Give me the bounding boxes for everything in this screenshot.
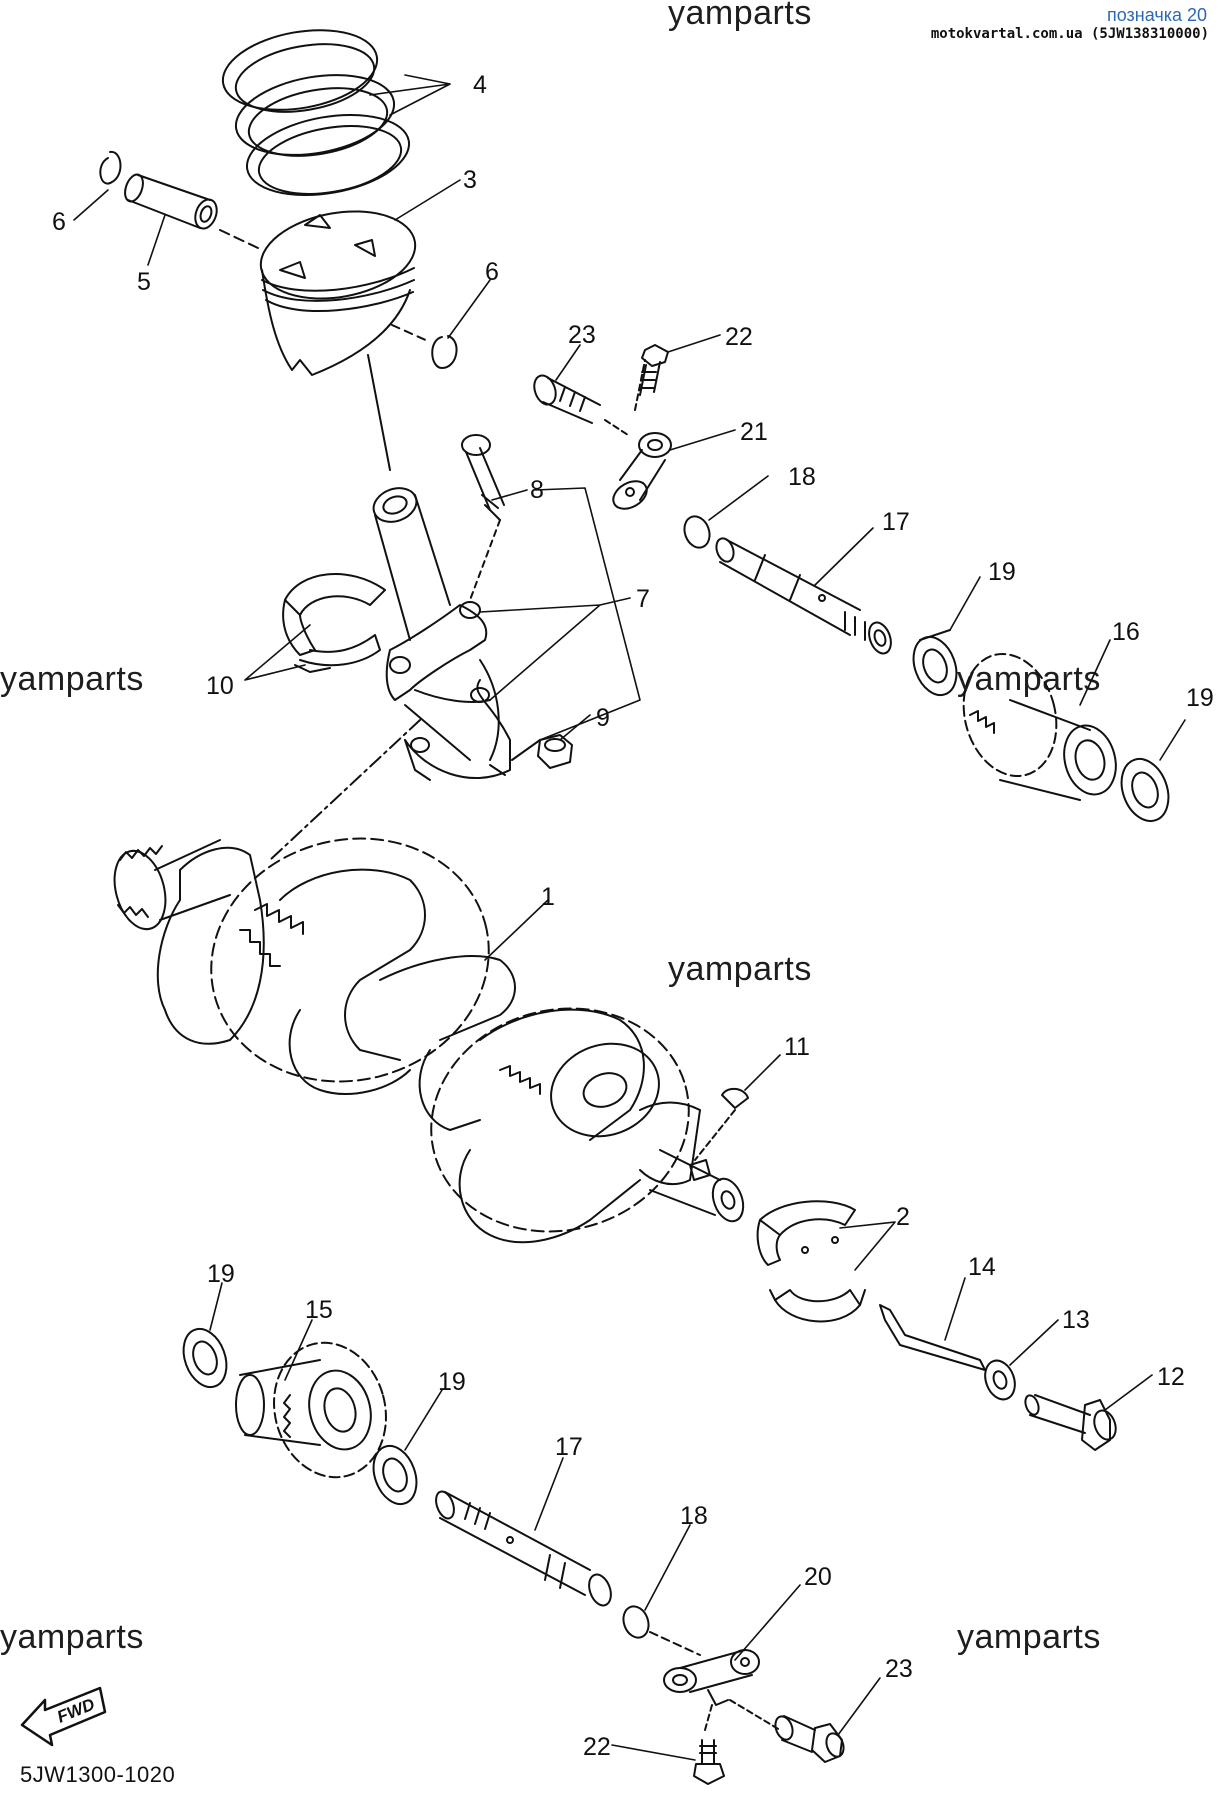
callout-4: 4 bbox=[473, 71, 487, 99]
callout-2: 2 bbox=[896, 1203, 910, 1231]
callout-23-lower: 23 bbox=[885, 1655, 913, 1683]
part-conrod-nut[interactable] bbox=[511, 734, 573, 769]
header-site-text: motokvartal.com.ua (5JW138310000) bbox=[930, 26, 1209, 42]
callout-14: 14 bbox=[968, 1253, 996, 1281]
callout-20: 20 bbox=[804, 1563, 832, 1591]
callout-numbers: 4 3 6 5 6 23 22 21 8 18 17 19 16 19 7 9 … bbox=[52, 71, 1214, 1761]
callout-17-upper: 17 bbox=[882, 508, 910, 536]
header-link[interactable]: позначка 20 bbox=[1106, 5, 1207, 25]
part-bolt-23-upper[interactable] bbox=[530, 372, 629, 436]
part-key[interactable] bbox=[694, 1087, 749, 1161]
callout-19-lower-left: 19 bbox=[207, 1260, 235, 1288]
part-connecting-rod[interactable] bbox=[367, 354, 511, 781]
callout-21: 21 bbox=[740, 418, 768, 446]
callout-17-lower: 17 bbox=[555, 1433, 583, 1461]
watermark-right-upper: yamparts bbox=[957, 660, 1101, 698]
diagram-code: 5JW1300-1020 bbox=[20, 1762, 176, 1787]
callout-6-left: 6 bbox=[52, 208, 66, 236]
callout-12: 12 bbox=[1157, 1363, 1185, 1391]
callout-7: 7 bbox=[636, 585, 650, 613]
callout-11: 11 bbox=[784, 1033, 810, 1061]
part-lever-upper[interactable] bbox=[608, 359, 672, 514]
part-balancer-shaft-upper[interactable] bbox=[713, 536, 894, 656]
part-conrod-bolt[interactable] bbox=[461, 434, 505, 601]
part-o-ring-lower[interactable] bbox=[619, 1603, 701, 1656]
callout-1: 1 bbox=[541, 883, 555, 911]
part-lever-lower[interactable] bbox=[663, 1649, 781, 1731]
part-crankshaft[interactable] bbox=[106, 808, 748, 1260]
part-bearing-19-upper[interactable] bbox=[906, 629, 964, 701]
fwd-arrow-icon: FWD bbox=[20, 1686, 107, 1747]
part-bolt-23-lower[interactable] bbox=[772, 1714, 846, 1763]
part-piston[interactable] bbox=[254, 200, 422, 376]
part-big-end-bearing[interactable] bbox=[282, 573, 386, 673]
part-piston-rings[interactable] bbox=[217, 19, 416, 207]
part-balancer-gear-upper[interactable] bbox=[950, 643, 1123, 801]
part-bolt[interactable] bbox=[1023, 1394, 1120, 1451]
callout-10: 10 bbox=[206, 672, 234, 700]
callout-19-lower-right: 19 bbox=[438, 1368, 466, 1396]
part-bearing-19-lower-right[interactable] bbox=[366, 1440, 424, 1510]
watermark-left-upper: yamparts bbox=[0, 660, 144, 698]
watermark-center: yamparts bbox=[668, 950, 812, 988]
callout-18-upper: 18 bbox=[788, 463, 816, 491]
watermark-top: yamparts bbox=[668, 0, 812, 32]
callout-5: 5 bbox=[137, 268, 151, 296]
part-o-ring-upper[interactable] bbox=[680, 513, 713, 551]
part-bolt-22-lower[interactable] bbox=[693, 1739, 725, 1785]
leader-lines bbox=[73, 74, 1186, 1761]
part-main-bearing[interactable] bbox=[756, 1200, 866, 1323]
callout-16: 16 bbox=[1112, 618, 1140, 646]
callout-23-upper: 23 bbox=[568, 321, 596, 349]
watermark-right-lower: yamparts bbox=[957, 1618, 1101, 1656]
callout-9: 9 bbox=[596, 704, 610, 732]
part-bearing-19-lower-left[interactable] bbox=[176, 1323, 234, 1393]
callout-22-lower: 22 bbox=[583, 1733, 611, 1761]
part-balancer-gear-lower[interactable] bbox=[235, 1330, 401, 1490]
callout-19-upper: 19 bbox=[988, 558, 1016, 586]
part-circlip[interactable] bbox=[99, 150, 458, 369]
callout-8: 8 bbox=[530, 476, 544, 504]
part-balancer-shaft-lower[interactable] bbox=[433, 1489, 615, 1608]
callout-15: 15 bbox=[305, 1296, 333, 1324]
callout-18-lower: 18 bbox=[680, 1502, 708, 1530]
callout-19-right: 19 bbox=[1186, 684, 1214, 712]
part-oil-nozzle[interactable] bbox=[879, 1304, 986, 1371]
callout-6-right: 6 bbox=[485, 258, 499, 286]
callout-3: 3 bbox=[463, 166, 477, 194]
watermark-left-lower: yamparts bbox=[0, 1618, 144, 1656]
callout-13: 13 bbox=[1062, 1306, 1090, 1334]
part-bolt-22-upper[interactable] bbox=[639, 344, 669, 396]
part-piston-pin[interactable] bbox=[122, 172, 259, 249]
part-washer[interactable] bbox=[980, 1356, 1020, 1403]
part-bearing-19-right[interactable] bbox=[1113, 752, 1176, 827]
callout-22-upper: 22 bbox=[725, 323, 753, 351]
